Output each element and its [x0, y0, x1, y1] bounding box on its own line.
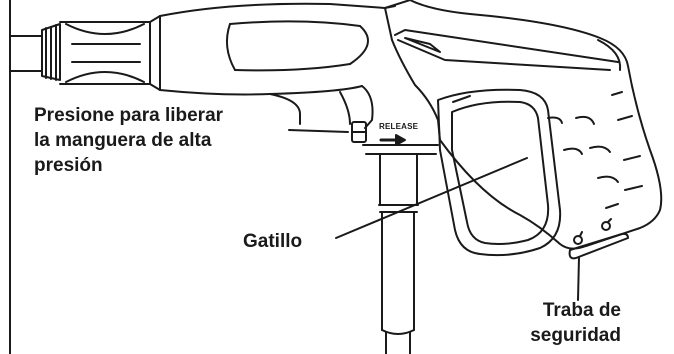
- callout-release-line-3: presión: [34, 155, 103, 176]
- nozzle-coupling: [41, 15, 161, 91]
- leader-release: [288, 129, 349, 133]
- callout-trigger: Gatillo: [243, 231, 303, 252]
- callout-release-line-2: la manguera de alta: [34, 130, 212, 151]
- safety-lock: [568, 218, 629, 260]
- release-arrow: [379, 134, 406, 146]
- leader-safety-lock: [577, 256, 580, 301]
- barrel: [159, 2, 396, 96]
- wand-pipe: [9, 35, 43, 72]
- embossed-release-text: RELEASE: [379, 122, 419, 131]
- leader-trigger: [335, 157, 528, 239]
- handle-grip: [384, 0, 663, 250]
- callout-safety-lock-line-1: Traba de: [542, 300, 621, 321]
- callout-release-line-1: Presione para liberar: [34, 105, 224, 126]
- hose: [362, 144, 439, 354]
- trigger: [437, 88, 562, 257]
- release-button: [351, 121, 367, 143]
- callout-safety-lock-line-2: seguridad: [530, 325, 621, 346]
- hose-neck: [269, 85, 374, 129]
